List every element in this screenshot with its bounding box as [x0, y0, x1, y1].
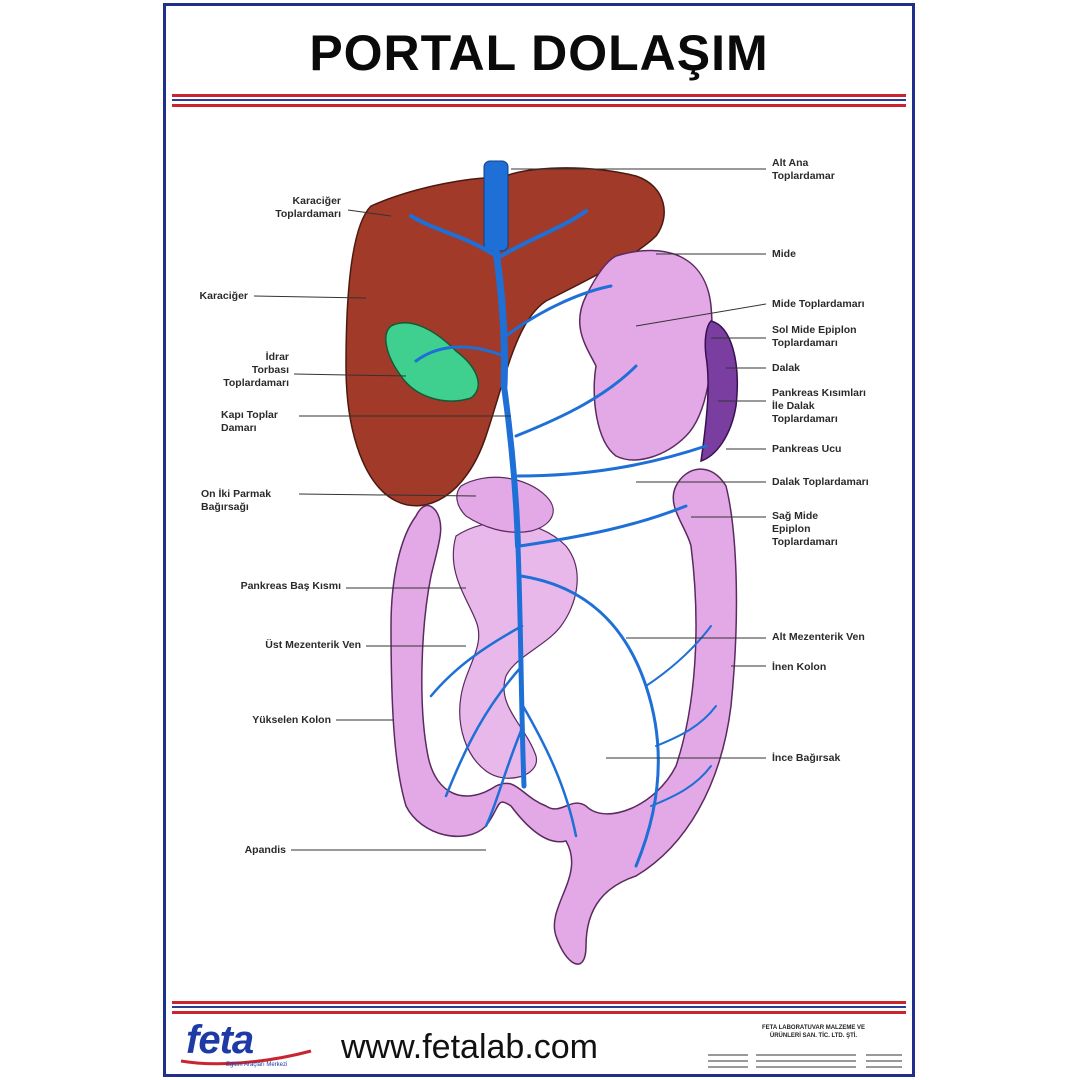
label-ince-bagirsak: İnce Bağırsak [772, 752, 841, 764]
stomach-shape [578, 249, 714, 461]
label-on-iki-parmak: On İki Parmak Bağırsağı [201, 488, 272, 513]
header-rule-blue [172, 99, 906, 101]
website-url: www.fetalab.com [341, 1028, 598, 1066]
footer-rule-red-1 [172, 1001, 906, 1004]
label-sag-mide-epiplon: Sağ Mide Epiplon Toplardamarı [772, 510, 838, 548]
feta-logo [180, 1049, 312, 1066]
label-dalak-toplardamari: Dalak Toplardamarı [772, 476, 869, 488]
label-mide-toplardamari: Mide Toplardamarı [772, 298, 865, 310]
page-title: PORTAL DOLAŞIM [309, 25, 769, 81]
anatomy-illustration [345, 160, 739, 965]
logo-subtitle: Eğitim Araçları Merkezi [226, 1062, 288, 1068]
footer-rule-red-2 [172, 1011, 906, 1014]
label-alt-ana: Alt Ana Toplardamar [772, 157, 835, 182]
fineprint-block [708, 1054, 902, 1068]
label-inen-kolon: İnen Kolon [772, 661, 827, 673]
label-mide: Mide [772, 248, 796, 260]
label-dalak: Dalak [772, 362, 801, 374]
label-pankreas-bas: Pankreas Baş Kısmı [240, 580, 341, 592]
label-alt-mezenterik: Alt Mezenterik Ven [772, 631, 865, 643]
gallbladder-shape [385, 322, 479, 402]
header-rule-red-2 [172, 104, 906, 107]
label-kapi-toplar: Kapı Toplar Damarı [221, 409, 278, 434]
leader-lines [253, 168, 767, 851]
label-idrar-torbasi: İdrar Torbası Toplardamarı [223, 351, 289, 389]
company-name: FETA LABORATUVAR MALZEME VE ÜRÜNLERİ SAN… [761, 1025, 866, 1039]
portal-veins [409, 209, 717, 868]
label-ust-mezenterik: Üst Mezenterik Ven [265, 639, 361, 651]
label-sol-mide-epiplon: Sol Mide Epiplon Toplardamarı [772, 324, 857, 349]
logo-text: feta [186, 1018, 254, 1062]
label-pankreas-kisimlari: Pankreas Kısımları İle Dalak Toplardamar… [772, 387, 866, 425]
poster: PORTAL DOLAŞIM [163, 3, 915, 1077]
label-pankreas-ucu: Pankreas Ucu [772, 443, 842, 455]
footer-rule-blue [172, 1006, 906, 1008]
label-karaciger-toplardamari: Karaciğer Toplardamarı [275, 195, 341, 220]
label-karaciger: Karaciğer [199, 290, 248, 302]
label-apandis: Apandis [244, 844, 286, 856]
header-rule-red-1 [172, 94, 906, 97]
spleen-shape [700, 320, 739, 463]
small-intestine-shape [452, 521, 578, 779]
label-yukselen-kolon: Yükselen Kolon [252, 714, 331, 726]
